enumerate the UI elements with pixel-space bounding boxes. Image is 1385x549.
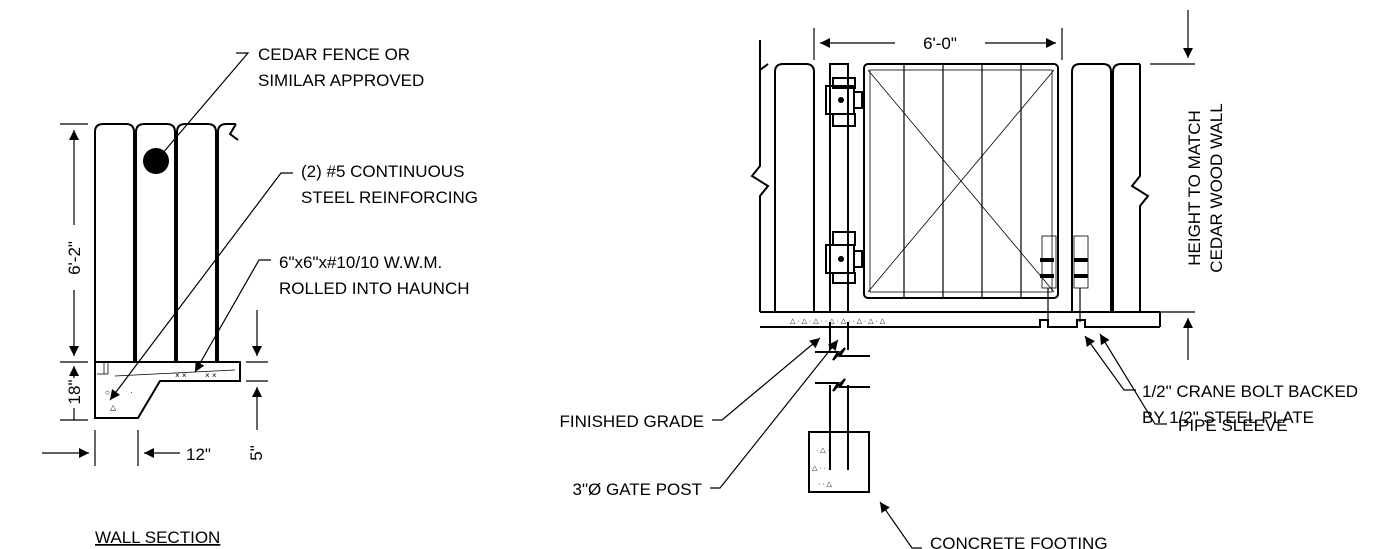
gate-width-dim: 6'-0" xyxy=(923,34,957,53)
reinforcing-label-1: (2) #5 CONTINUOUS xyxy=(301,162,464,181)
gate-hinges xyxy=(825,77,863,284)
concrete-footing-label: CONCRETE FOOTING xyxy=(930,534,1108,549)
concrete-haunch: △ · ○ × × × × xyxy=(94,361,241,419)
svg-text:× ×: × × xyxy=(175,371,187,380)
right-wall-boards xyxy=(1040,63,1150,322)
footing-leader xyxy=(879,501,922,549)
crane-bolt-leader xyxy=(1084,335,1136,391)
wall-height-dim: 6'-2" xyxy=(65,241,84,275)
base-height-dim: 18" xyxy=(65,380,84,405)
gate-elevation: △ · △ · △ · · △ · △ · · △ · △ · △ · △ · … xyxy=(710,10,1195,549)
wwm-leader xyxy=(194,259,271,373)
height-match-label-2: CEDAR WOOD WALL xyxy=(1207,103,1226,272)
svg-text:△: △ xyxy=(110,403,117,412)
concrete-footing: · △ · △ · · · · · △ xyxy=(808,431,870,493)
gate-post-leader xyxy=(710,339,839,489)
cedar-fence-label-2: SIMILAR APPROVED xyxy=(258,71,424,90)
crane-bolt-label-1: 1/2" CRANE BOLT BACKED xyxy=(1142,382,1358,401)
cedar-fence-leader xyxy=(155,52,250,162)
pipe-sleeve-label: PIPE SLEEVE xyxy=(1178,416,1288,435)
svg-text:× ×: × × xyxy=(205,371,217,380)
svg-text:△ · △ · △ · · △ ·: △ · △ · △ · · △ · △ · · △ · △ · △ xyxy=(790,318,886,325)
svg-text:△ · · ·: △ · · · xyxy=(812,465,830,472)
cedar-fence-boards xyxy=(94,123,239,362)
wwm-label-1: 6"x6"x#10/10 W.W.M. xyxy=(279,253,442,272)
wall-section-detail: △ · ○ × × × × xyxy=(42,52,293,466)
wall-section-title: WALL SECTION xyxy=(95,528,220,547)
cedar-fence-label-1: CEDAR FENCE OR xyxy=(258,45,410,64)
svg-text:○: ○ xyxy=(105,388,110,397)
reinforcing-leader xyxy=(109,172,293,401)
crane-bolt-label-2: BY 1/2" STEEL PLATE xyxy=(1142,408,1314,427)
gate-post-label: 3"Ø GATE POST xyxy=(573,480,702,499)
svg-text:·: · xyxy=(130,388,133,397)
finished-grade-label: FINISHED GRADE xyxy=(559,412,704,431)
left-wall-boards xyxy=(750,40,815,312)
wwm-label-2: ROLLED INTO HAUNCH xyxy=(279,279,470,298)
svg-text:· · △: · · △ xyxy=(818,481,833,488)
height-match-label-1: HEIGHT TO MATCH xyxy=(1185,110,1204,266)
reinforcing-label-2: STEEL REINFORCING xyxy=(301,188,478,207)
svg-text:· △ ·: · △ · xyxy=(816,447,830,454)
grade-beam: △ · △ · △ · · △ · △ · · △ · △ · △ xyxy=(760,311,1161,328)
base-depth-dim: 5" xyxy=(247,445,266,461)
gate-boards xyxy=(863,63,1059,299)
finished-grade-leader xyxy=(712,337,821,421)
pipe-sleeve-leader xyxy=(1099,333,1167,425)
base-width-dim: 12" xyxy=(186,445,211,464)
